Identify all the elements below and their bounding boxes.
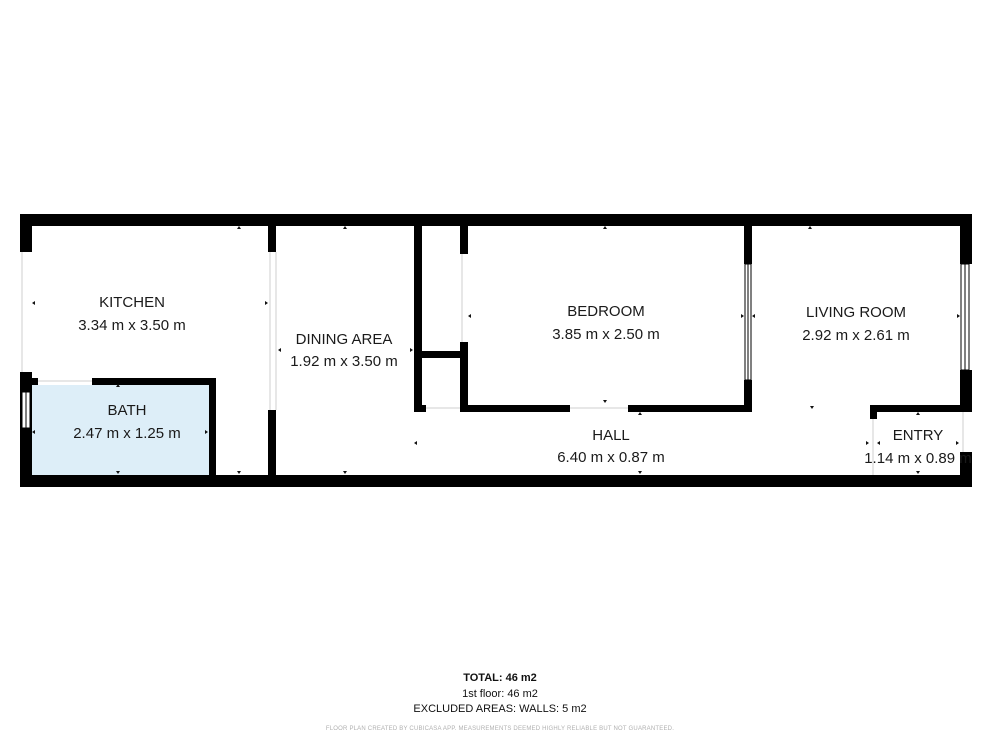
wall-closet-left	[414, 226, 422, 412]
bath-dims: 2.47 m x 1.25 m	[73, 425, 181, 442]
opening-lines	[21, 252, 964, 475]
wall-closet-right-lower	[460, 342, 468, 412]
wall-left-lower	[20, 372, 32, 487]
wall-entry-left	[870, 405, 877, 419]
wall-bedroom-bottom-left	[460, 405, 570, 412]
bath-floor	[32, 385, 210, 475]
wall-closet-bottom	[414, 405, 426, 412]
wall-bath-right	[209, 378, 216, 475]
kitchen-name: KITCHEN	[99, 294, 165, 311]
dining-name: DINING AREA	[296, 331, 393, 348]
entry-dims: 1.14 m x 0.89 m	[864, 450, 972, 467]
walls	[20, 214, 972, 487]
excluded-areas: EXCLUDED AREAS: WALLS: 5 m2	[413, 703, 587, 715]
disclaimer: FLOOR PLAN CREATED BY CUBICASA APP. MEAS…	[325, 726, 675, 732]
wall-left-upper	[20, 214, 32, 252]
kitchen-dims: 3.34 m x 3.50 m	[78, 317, 186, 334]
wall-kitchen-dining-lower	[268, 410, 276, 475]
dining-dims: 1.92 m x 3.50 m	[290, 353, 398, 370]
wall-bath-top	[92, 378, 216, 385]
living-name: LIVING ROOM	[806, 304, 906, 321]
wall-closet-right-upper	[460, 226, 468, 254]
bedroom-dims: 3.85 m x 2.50 m	[552, 326, 660, 343]
bath-name: BATH	[108, 402, 147, 419]
wall-bottom	[20, 475, 972, 487]
entry-name: ENTRY	[893, 427, 944, 444]
wall-bedroom-living-lower	[744, 380, 752, 412]
wall-right-lower	[960, 370, 972, 412]
window-glazing	[25, 264, 966, 428]
wall-closet-shelf	[420, 351, 466, 358]
dimension-ticks	[32, 226, 960, 474]
bedroom-name: BEDROOM	[567, 303, 645, 320]
wall-top	[20, 214, 972, 226]
wall-right-bottom	[960, 452, 972, 487]
total-area: TOTAL: 46 m2	[463, 672, 537, 684]
wall-bedroom-living-upper	[744, 226, 752, 264]
hall-name: HALL	[592, 427, 630, 444]
room-labels: KITCHEN 3.34 m x 3.50 m DINING AREA 1.92…	[73, 294, 972, 467]
wall-bedroom-bottom-right	[628, 405, 752, 412]
wall-kitchen-dining-upper	[268, 226, 276, 252]
living-dims: 2.92 m x 2.61 m	[802, 327, 910, 344]
wall-bath-left-stub	[32, 378, 38, 385]
floor-area: 1st floor: 46 m2	[462, 688, 538, 700]
wall-right-upper	[960, 214, 972, 264]
hall-dims: 6.40 m x 0.87 m	[557, 449, 665, 466]
wall-entry-top	[870, 405, 966, 412]
